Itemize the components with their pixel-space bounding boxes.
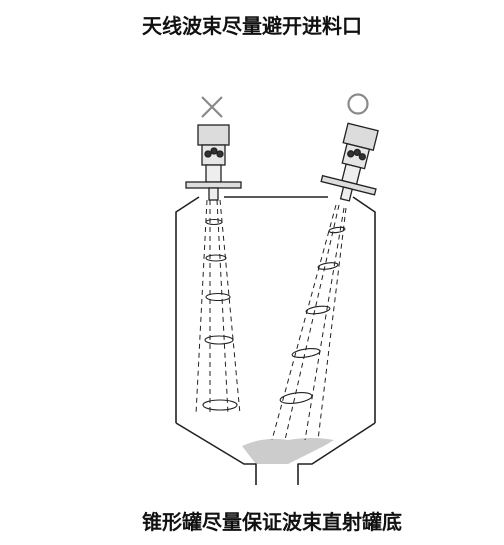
- radar-beam-icon: [195, 199, 241, 415]
- right-mark-icon: [347, 93, 369, 115]
- radar-beam-icon: [271, 204, 347, 441]
- wrong-mark-icon: [201, 96, 223, 118]
- bottom-caption: 锥形罐尽量保证波束直射罐底: [142, 510, 402, 534]
- radar-sensor-icon: [320, 122, 379, 202]
- top-caption: 天线波束尽量避开进料口: [142, 14, 362, 38]
- conical-tank-icon: [175, 196, 376, 485]
- radar-sensor-icon: [185, 124, 242, 201]
- material-pile: [242, 438, 334, 464]
